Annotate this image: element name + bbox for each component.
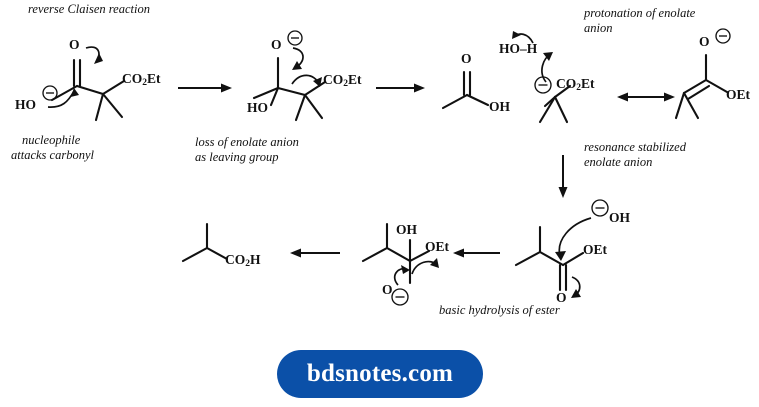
caption-loss-enolate-line1: loss of enolate anion — [195, 135, 299, 149]
caption-protonation-line1: protonation of enolate — [584, 6, 696, 20]
diagram-title: reverse Claisen reaction — [28, 2, 150, 16]
s5-ester-label: CO2Et — [556, 76, 595, 93]
caption-resonance-line2: enolate anion — [584, 155, 653, 169]
s6-ester-oxygen-label: OEt — [726, 87, 751, 102]
s7-hydroxide-label: OH — [609, 210, 631, 225]
caption-basic-hydrolysis: basic hydrolysis of ester — [439, 303, 560, 317]
s4-water-label: HO–H — [499, 41, 538, 56]
s8-hydroxyl-label: OH — [396, 222, 418, 237]
s3-hydroxyl-label: OH — [489, 99, 511, 114]
s3-carbonyl-oxygen-label: O — [461, 51, 472, 66]
s7-carbonyl-oxygen-label: O — [556, 290, 567, 305]
s2-hydroxyl-label: HO — [247, 100, 269, 115]
s2-ester-label: CO2Et — [323, 72, 362, 89]
s1-carbonyl-oxygen-label: O — [69, 37, 80, 52]
s6-alkoxide-oxygen-label: O — [699, 34, 710, 49]
s8-alkoxide-oxygen-label: O — [382, 282, 393, 297]
caption-nucleophile-line2: attacks carbonyl — [11, 148, 94, 162]
s7-ester-oxygen-label: OEt — [583, 242, 608, 257]
caption-protonation-line2: anion — [584, 21, 613, 35]
s1-ester-label: CO2Et — [122, 71, 161, 88]
watermark-text: bdsnotes.com — [306, 360, 454, 387]
s9-acid-label: CO2H — [225, 252, 261, 269]
s1-hydroxide-label: HO — [15, 97, 37, 112]
s2-alkoxide-oxygen-label: O — [271, 37, 282, 52]
watermark-logo: bdsnotes.com — [277, 350, 483, 398]
caption-loss-enolate-line2: as leaving group — [195, 150, 279, 164]
caption-resonance-line1: resonance stabilized — [584, 140, 686, 154]
caption-nucleophile-line1: nucleophile — [22, 133, 81, 147]
s8-ester-oxygen-label: OEt — [425, 239, 450, 254]
